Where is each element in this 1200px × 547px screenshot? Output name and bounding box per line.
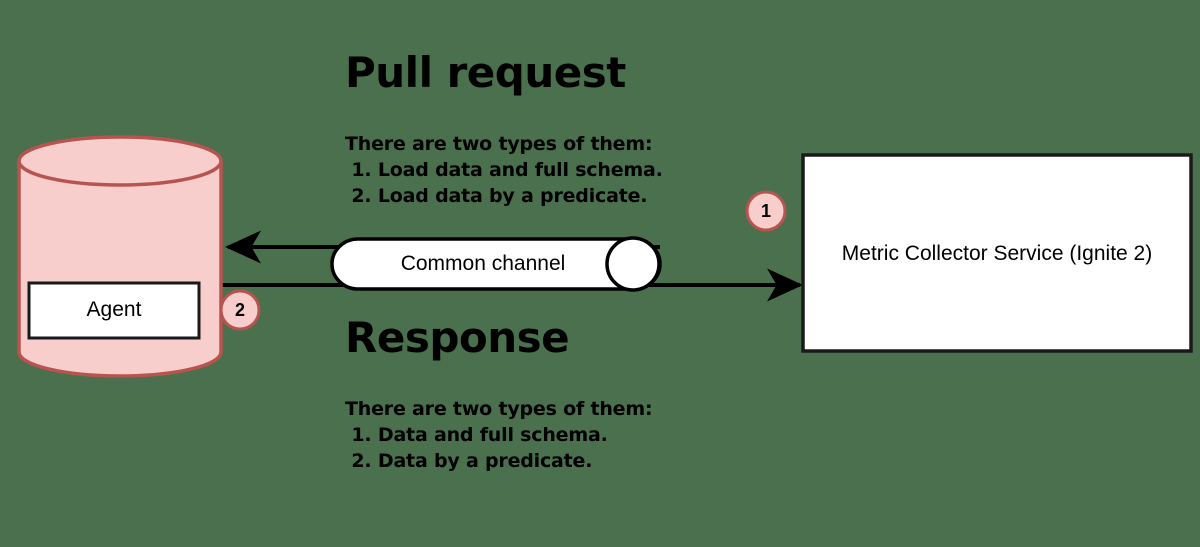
agent-box-shape[interactable] [27, 281, 201, 340]
response-item-2: 2. Data by a predicate. [345, 450, 593, 472]
pull-request-intro: There are two types of them: [345, 133, 653, 155]
badge-1-shape[interactable] [745, 190, 787, 232]
common-channel-label: Common channel [400, 252, 566, 275]
agent-label: Agent [86, 298, 142, 321]
response-intro: There are two types of them: [345, 398, 653, 420]
badge-1-label: 1 [760, 201, 771, 221]
common-channel-shape[interactable] [330, 236, 662, 292]
response-item-1: 1. Data and full schema. [345, 424, 608, 446]
pull-request-title: Pull request [345, 48, 626, 97]
database-cylinder-shape[interactable] [17, 135, 223, 378]
badge-2-shape[interactable] [219, 289, 261, 331]
pull-request-item-2: 2. Load data by a predicate. [345, 185, 648, 207]
service-box-shape[interactable] [801, 153, 1193, 353]
service-label: Metric Collector Service (Ignite 2) [841, 242, 1153, 265]
pull-request-item-1: 1. Load data and full schema. [345, 159, 663, 181]
badge-2-label: 2 [234, 300, 245, 320]
response-title: Response [345, 313, 570, 362]
